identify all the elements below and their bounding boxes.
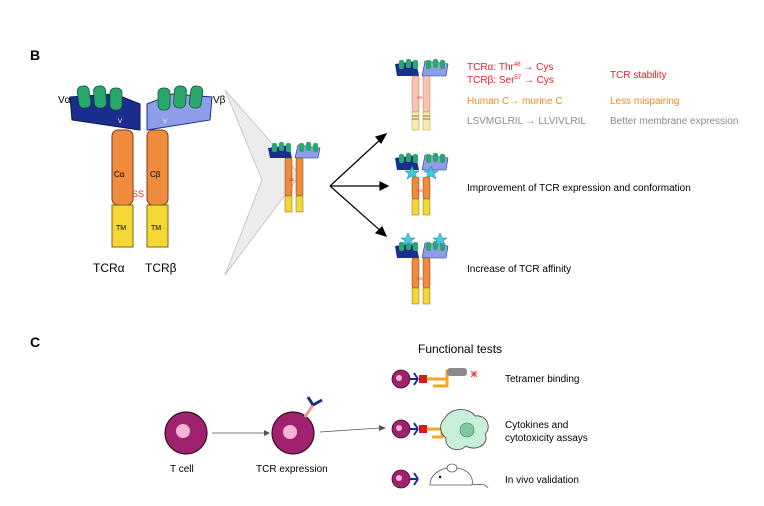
tm-alpha-label: TM [116,225,126,232]
small-ss-variant-3: SS [417,276,423,281]
tcr-expression-label: TCR expression [256,464,328,475]
tcr-variant-1: SS [395,59,449,131]
tetramer-binding-label: Tetramer binding [505,374,579,385]
alpha-tm-domain [111,204,134,248]
tcr-variant-3: SS [395,232,449,305]
c-beta-label: Cβ [150,170,161,179]
mod-beta-ser-cys: TCRβ: Ser57 → Cys [467,75,554,86]
small-ss-centre: SS [289,177,295,182]
v-beta-label: Vβ [213,95,226,106]
mod-alpha-thr-cys: TCRα: Thr48 → Cys [467,62,553,73]
v-alpha-label: Vα [58,95,71,106]
mod-tm-sequence: LSVMGLRIL → LLVIVLRIL [467,116,586,127]
effect-less-mispairing: Less mispairing [610,96,679,107]
panel-b-label: B [30,47,40,63]
t-cell-label: T cell [170,464,194,475]
beta-v-inner-label: V [163,119,167,125]
in-vivo-label: In vivo validation [505,475,579,486]
small-ss-variant-1: SS [417,95,423,100]
alpha-cdr-loops [76,85,123,111]
alpha-v-inner-label: V [118,119,122,125]
beta-cdr-loops [157,85,204,111]
beta-constant-domain [146,129,169,206]
tcr-expressing-cell [271,396,323,455]
star-icon [400,232,416,247]
tcr-beta-name: TCRβ [145,261,177,275]
cytokines-label: Cytokines and [505,420,568,431]
effect-membrane-expression: Better membrane expression [610,116,738,127]
tcr-large-diagram: Vα Vβ V V Cα Cβ SS TM TM TCRα TCRβ [58,85,226,275]
beta-tm-domain [146,204,169,248]
tcr-variant-2: SS [395,153,449,216]
star-icon [423,165,439,180]
effect-affinity: Increase of TCR affinity [467,264,571,275]
branch-arrows [329,133,390,237]
arrow-to-tests [319,425,386,433]
cytotoxicity-test [391,409,489,451]
t-cell [164,411,208,455]
in-vivo-test [391,463,489,489]
tcr-alpha-name: TCRα [93,261,125,275]
alpha-constant-domain [111,129,134,206]
tcr-small-centre: SS [268,142,321,213]
small-ss-variant-2: SS [417,188,423,193]
mod-human-to-murine: Human C→ murine C [467,96,563,107]
c-alpha-label: Cα [114,170,125,179]
arrow-transduction [212,430,270,436]
tm-beta-label: TM [151,225,161,232]
star-icon [404,165,420,180]
effect-tcr-stability: TCR stability [610,70,667,81]
panel-c-label: C [30,334,40,350]
star-icon [432,232,448,247]
effect-expression-conformation: Improvement of TCR expression and confor… [467,183,691,194]
functional-tests-title: Functional tests [418,342,502,356]
tetramer-test [391,368,478,389]
cytotoxicity-assays-label: cytotoxicity assays [505,433,588,444]
disulfide-label: SS [132,189,144,199]
